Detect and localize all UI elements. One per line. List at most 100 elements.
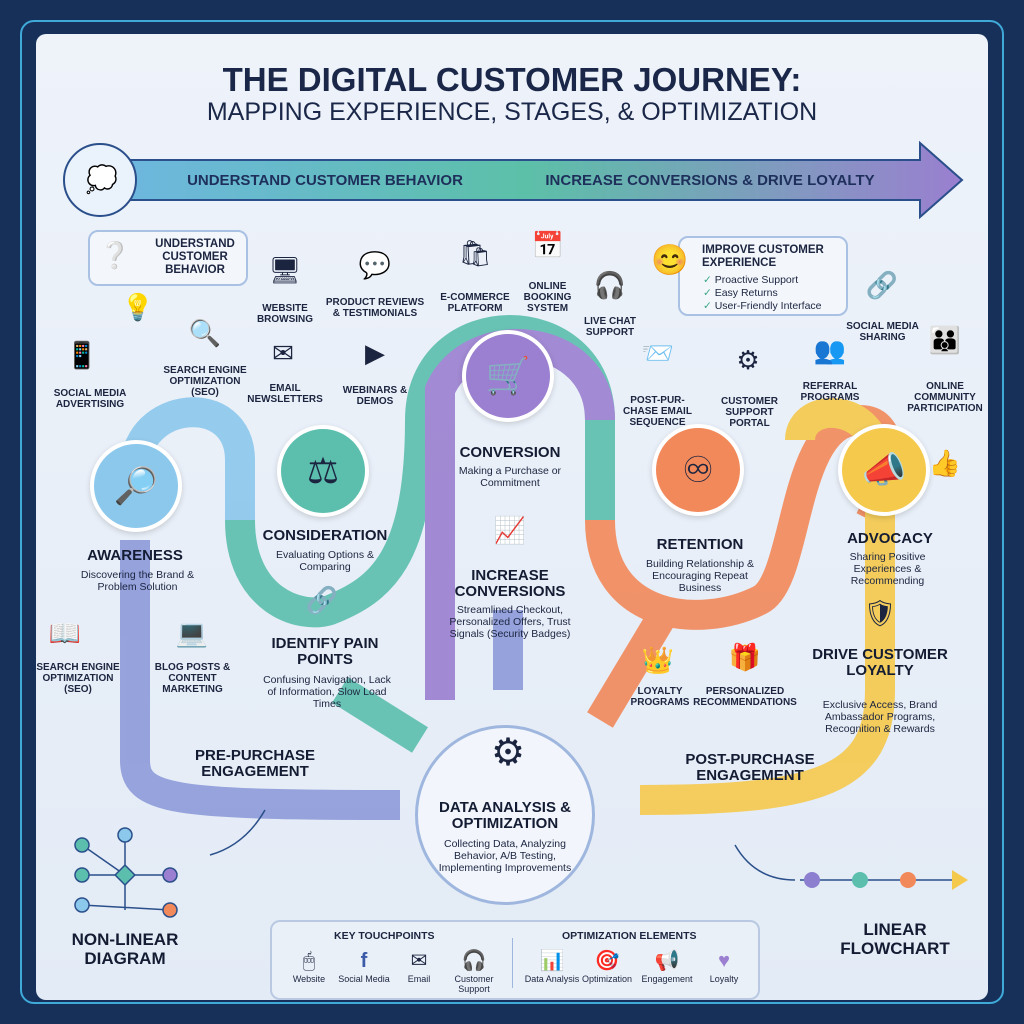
seo-browser-icon: 🔍 xyxy=(188,318,222,348)
tp-reviews: PRODUCT REVIEWS & TESTIMONIALS xyxy=(325,297,425,319)
scales-icon: ⚖ xyxy=(306,450,340,491)
legend-touch-title: KEY TOUCHPOINTS xyxy=(334,930,435,942)
banner-arrow xyxy=(89,140,964,220)
heart-infinity-icon: ♾ xyxy=(681,449,715,490)
data-analysis-circle xyxy=(415,725,595,905)
legend-label: Website xyxy=(292,974,326,984)
video-play-icon: ▶ xyxy=(365,338,385,368)
chain-link-icon: 🔗 xyxy=(305,585,339,615)
tp-booking: ONLINE BOOKING SYSTEM xyxy=(523,281,572,314)
legend-label: Email xyxy=(407,974,431,984)
thumbs-up-icon: 👍 xyxy=(928,448,962,478)
legend-engagement: 📢 Engagement xyxy=(635,948,699,984)
legend-divider xyxy=(512,938,513,988)
improve-item: ✓ Easy Returns xyxy=(703,287,778,299)
legend-box: KEY TOUCHPOINTS OPTIMIZATION ELEMENTS 🖱 W… xyxy=(270,920,760,1000)
tp-website: WEBSITE BROWSING xyxy=(256,303,314,325)
thought-cloud-icon: ❔ xyxy=(98,240,132,270)
smiley-icon: 😊 xyxy=(651,244,689,277)
behavior-bubble-text: UNDERSTAND CUSTOMER BEHAVIOR xyxy=(155,238,235,276)
gift-icon: 🎁 xyxy=(728,642,762,672)
share-icon: 🔗 xyxy=(865,270,899,300)
stage-desc: Sharing Positive Experiences & Recommend… xyxy=(849,551,926,587)
legend-label: Data Analysis xyxy=(524,974,580,984)
drive-title: DRIVE CUSTOMER LOYALTY xyxy=(812,646,948,679)
facebook-icon: f xyxy=(360,950,368,972)
tp-webinars: WEBINARS & DEMOS xyxy=(342,385,408,407)
pain-desc: Confusing Navigation, Lack of Informatio… xyxy=(263,674,391,710)
improve-title: IMPROVE CUSTOMER EXPERIENCE xyxy=(702,244,824,269)
tp-seo-bottom: SEARCH ENGINE OPTIMIZATION (SEO) xyxy=(36,662,120,695)
email-sequence-icon: 📨 xyxy=(641,338,675,368)
data-title: DATA ANALYSIS & OPTIMIZATION xyxy=(439,799,571,832)
legend-opt-title: OPTIMIZATION ELEMENTS xyxy=(562,930,697,942)
conversion-circle: 🛒 xyxy=(462,330,554,422)
headset-icon: 🎧 xyxy=(461,950,487,972)
tp-chat: LIVE CHAT SUPPORT xyxy=(583,316,637,338)
improve-bubble xyxy=(678,236,848,316)
headset-chat-icon: 🎧 xyxy=(593,270,627,300)
banner-right-label: INCREASE CONVERSIONS & DRIVE LOYALTY xyxy=(545,172,875,189)
title-line-2: MAPPING EXPERIENCE, STAGES, & OPTIMIZATI… xyxy=(206,98,818,126)
envelope-icon: ✉ xyxy=(272,338,294,368)
review-chat-icon: 💬 xyxy=(358,250,392,280)
shopping-bag-icon: 🛍 xyxy=(458,238,492,268)
banner-left-label: UNDERSTAND CUSTOMER BEHAVIOR xyxy=(187,172,463,189)
tp-community: ONLINE COMMUNITY PARTICIPATION xyxy=(907,381,983,414)
increase-title: INCREASE CONVERSIONS xyxy=(454,567,566,600)
lightbulb-person-icon: 💡 xyxy=(121,292,155,322)
pain-title: IDENTIFY PAIN POINTS xyxy=(271,635,379,668)
pre-purchase-arrow xyxy=(120,540,401,820)
question-icon: 💭 xyxy=(85,164,119,194)
tp-portal: CUSTOMER SUPPORT PORTAL xyxy=(720,396,779,429)
calendar-icon: 📅 xyxy=(531,230,565,260)
monitor-cart-icon: 🖥 xyxy=(268,255,302,285)
retention-circle: ♾ xyxy=(652,424,744,516)
megaphone-icon: 📢 xyxy=(654,950,680,972)
tp-referral: REFERRAL PROGRAMS xyxy=(800,381,860,403)
legend-email: ✉ Email xyxy=(387,948,451,984)
pre-purchase-label: PRE-PURCHASE ENGAGEMENT xyxy=(194,747,315,780)
gear-chip-icon: ⚙ xyxy=(490,732,526,774)
bar-chart-icon: 📊 xyxy=(539,950,565,972)
legend-website: 🖱 Website xyxy=(277,948,341,984)
magnifier-bulb-icon: 🔎 xyxy=(113,465,159,506)
shield-icon: 🛡 xyxy=(863,598,897,628)
tp-email: EMAIL NEWSLETTERS xyxy=(247,383,323,405)
legend-label: Customer Support xyxy=(454,974,494,994)
stage-desc: Making a Purchase or Commitment xyxy=(458,465,562,489)
legend-label: Optimization xyxy=(581,974,633,984)
increase-desc: Streamlined Checkout, Personalized Offer… xyxy=(449,604,571,640)
stage-desc: Building Relationship & Encouraging Repe… xyxy=(646,558,754,594)
retention-feed xyxy=(587,612,673,728)
stage-name: CONVERSION xyxy=(459,444,561,461)
tp-personalized: PERSONALIZED RECOMMENDATIONS xyxy=(693,686,797,708)
stage-desc: Evaluating Options & Comparing xyxy=(275,549,375,573)
legend-loyalty: ♥Loyalty xyxy=(692,948,756,984)
improve-item: ✓ User-Friendly Interface xyxy=(703,300,822,312)
legend-label: Social Media xyxy=(338,974,390,984)
cart-check-icon: 🛒 xyxy=(485,355,531,396)
question-circle xyxy=(63,143,137,217)
legend-label: Engagement xyxy=(641,974,693,984)
stage-name: AWARENESS xyxy=(87,547,183,564)
support-gear-icon: ⚙ xyxy=(736,345,760,375)
target-icon: 🎯 xyxy=(594,950,620,972)
browser-icon: 🖱 xyxy=(303,950,315,972)
post-purchase-label: POST-PURCHASE ENGAGEMENT xyxy=(685,751,815,784)
megaphone-icon: 📣 xyxy=(861,449,907,490)
advocacy-circle: 📣 xyxy=(838,424,930,516)
heart-icon: ♥ xyxy=(718,950,730,972)
community-icon: 👪 xyxy=(928,325,962,355)
improve-item-text: Proactive Support xyxy=(714,274,799,286)
nonlinear-label: NON-LINEAR DIAGRAM xyxy=(71,930,179,968)
tp-ecommerce: E-COMMERCE PLATFORM xyxy=(440,292,510,314)
envelope-icon: ✉ xyxy=(410,950,428,972)
consideration-circle: ⚖ xyxy=(277,425,369,517)
behavior-bubble xyxy=(88,230,248,286)
open-book-icon: 📖 xyxy=(48,618,82,648)
consideration-feed xyxy=(332,677,428,753)
tp-blog: BLOG POSTS & CONTENT MARKETING xyxy=(154,662,231,695)
linear-label: LINEAR FLOWCHART xyxy=(840,920,950,958)
